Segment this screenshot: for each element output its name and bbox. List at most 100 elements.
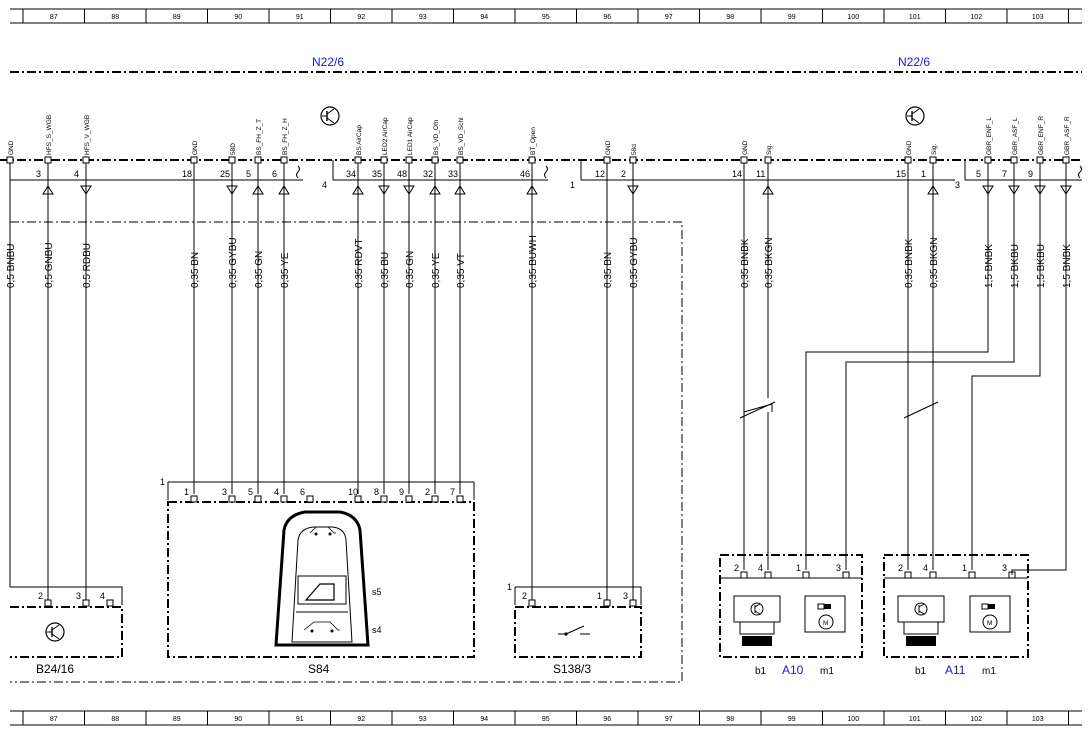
component-pin — [528, 599, 536, 607]
b24-transistor-icon — [45, 622, 65, 642]
component-pin-number: 3 — [623, 591, 628, 601]
component-pin-number: 3 — [836, 563, 841, 573]
wire-label: 0,35 BU — [380, 252, 391, 288]
s84-s4-label: s4 — [372, 625, 382, 635]
actuator-wiring — [739, 268, 1067, 575]
ruler-cell: 92 — [357, 14, 365, 21]
signal-output-arrow-icon — [252, 185, 264, 195]
component-pin-number: 8 — [374, 487, 379, 497]
pin-number: 5 — [246, 169, 251, 179]
ruler-cell: 96 — [603, 14, 611, 21]
signal-input-arrow-icon — [1008, 185, 1020, 195]
wire-label: 1,5 BNBK — [984, 244, 995, 288]
component-pin-number: 2 — [522, 591, 527, 601]
pin-number: 3 — [36, 169, 41, 179]
wire-column: Sig.10,35 BKGN — [921, 144, 940, 288]
ruler-cell: 87 — [50, 716, 58, 723]
wire-label: 0,35 YE — [431, 252, 442, 288]
component-pin-number: 5 — [248, 487, 253, 497]
group-marker-4: 4 — [322, 180, 327, 190]
lower-harness-boundary — [10, 221, 683, 683]
component-pin-number: 4 — [100, 591, 105, 601]
signal-output-arrow-icon — [42, 185, 54, 195]
ruler-cell: 88 — [111, 716, 119, 723]
s138-label: S138/3 — [553, 662, 591, 676]
component-pin-number: 1 — [597, 591, 602, 601]
signal-name: GBR_ASF_L — [1012, 117, 1019, 155]
b24-label: B24/16 — [36, 662, 74, 676]
ruler-cell: 95 — [542, 716, 550, 723]
component-pin — [968, 571, 976, 579]
shield-break-icon — [544, 165, 548, 179]
wire-label: 1,5 BNBK — [1062, 244, 1073, 288]
signal-name: BT_Open — [530, 127, 537, 155]
pin-number: 14 — [732, 169, 742, 179]
n22-right-label: N22/6 — [898, 55, 930, 69]
component-pin-number: 1 — [796, 563, 801, 573]
wire-label: 0,35 GYBU — [629, 237, 640, 288]
signal-name: 58d — [631, 144, 638, 155]
signal-name: Sig. — [766, 144, 773, 155]
ruler-cell: 89 — [173, 14, 181, 21]
component-pin — [190, 495, 198, 503]
wire-column: GBR_ASF_L71,5 BKBU — [1002, 117, 1021, 288]
wire-label: 0,35 GN — [405, 251, 416, 288]
ruler-cell: 93 — [419, 14, 427, 21]
signal-name: LED2 AirCap — [382, 117, 389, 155]
pin-number: 18 — [182, 169, 192, 179]
component-pin — [802, 571, 810, 579]
a10-b1-label: b1 — [755, 666, 767, 677]
ruler-cell: 98 — [726, 716, 734, 723]
a11-m1-label: m1 — [982, 666, 996, 677]
component-pin-number: 2 — [898, 563, 903, 573]
component-pin — [82, 599, 90, 607]
hall-sensor-icon — [733, 595, 781, 646]
component-pin — [380, 495, 388, 503]
wire-label: 1,5 BKBU — [1036, 244, 1047, 288]
signal-name: GND — [906, 140, 913, 155]
pin-number: 15 — [896, 169, 906, 179]
a10-m1-label: m1 — [820, 666, 834, 677]
pin-number: 11 — [756, 169, 765, 179]
ruler-cell: 87 — [50, 14, 58, 21]
ruler-cell: 88 — [111, 14, 119, 21]
pin-number: 34 — [346, 169, 356, 179]
component-pin — [629, 599, 637, 607]
component-pin — [456, 495, 464, 503]
component-pin — [254, 495, 262, 503]
wire-column: GBR_ENF_R91,5 BKBU — [1028, 116, 1047, 288]
component-pin — [405, 495, 413, 503]
component-pin-number: 3 — [1002, 563, 1007, 573]
pin-number: 46 — [520, 169, 530, 179]
signal-name: LED1 AirCap — [407, 117, 414, 155]
signal-name: GBR_ASF_R — [1064, 116, 1071, 155]
signal-input-arrow-icon — [80, 185, 92, 195]
wire-column: GBR_ENF_L51,5 BNBK — [976, 117, 995, 288]
window-switch-icon — [274, 510, 370, 647]
signal-name: HFS_V_WGB — [84, 115, 91, 155]
signal-name: GND — [605, 140, 612, 155]
a11-motor-letter: M — [987, 620, 992, 627]
signal-output-arrow-icon — [352, 185, 364, 195]
ruler-cell: 101 — [909, 14, 921, 21]
component-pin-number: 1 — [184, 487, 189, 497]
pin-number: 32 — [423, 169, 433, 179]
signal-output-arrow-icon — [454, 185, 466, 195]
wire-column: BS_FH_Z_H60,35 YE — [272, 118, 300, 494]
wire-label: 0,35 BN — [603, 252, 614, 288]
wire-label: 0,35 VT — [456, 253, 467, 288]
group-marker-3: 3 — [955, 180, 960, 190]
signal-input-arrow-icon — [1034, 185, 1046, 195]
wire-label: 0,35 BUWH — [528, 235, 539, 288]
signal-name: GND — [8, 140, 15, 155]
a11-label: A11 — [945, 663, 966, 677]
signal-name: Sig. — [931, 144, 938, 155]
